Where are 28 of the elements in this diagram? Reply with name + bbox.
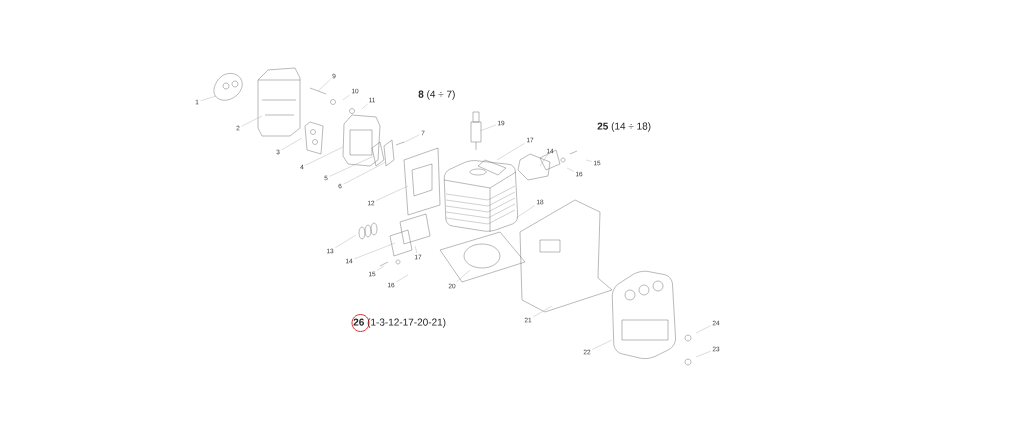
leader-line <box>343 161 387 185</box>
leader-line <box>281 137 303 151</box>
leader-line <box>456 269 471 283</box>
leader-line <box>361 103 368 110</box>
leader-line <box>533 305 553 318</box>
leader-line <box>695 325 711 334</box>
assembly-note: 25 (14 ÷ 18) <box>597 122 651 132</box>
leader-line <box>402 134 420 144</box>
leader-line <box>539 154 548 167</box>
leader-line <box>335 234 357 248</box>
leader-line <box>592 339 613 350</box>
leader-line <box>241 115 263 127</box>
leader-line <box>515 205 535 219</box>
leader-line <box>329 155 375 177</box>
leader-line <box>342 94 350 101</box>
leader-line <box>200 95 217 102</box>
leader-line <box>566 167 574 172</box>
leader-line <box>479 124 496 132</box>
leader-line <box>377 265 385 271</box>
assembly-note: 8 (4 ÷ 7) <box>418 90 455 100</box>
leader-line <box>496 143 525 161</box>
leader-line <box>354 242 396 260</box>
leader-line <box>695 350 711 358</box>
leader-line <box>305 146 344 166</box>
leader-line <box>396 274 409 283</box>
leader-line <box>317 79 331 92</box>
leader-line <box>376 185 409 201</box>
assembly-note: 26 (1-3-12-17-20-21) <box>353 318 446 328</box>
